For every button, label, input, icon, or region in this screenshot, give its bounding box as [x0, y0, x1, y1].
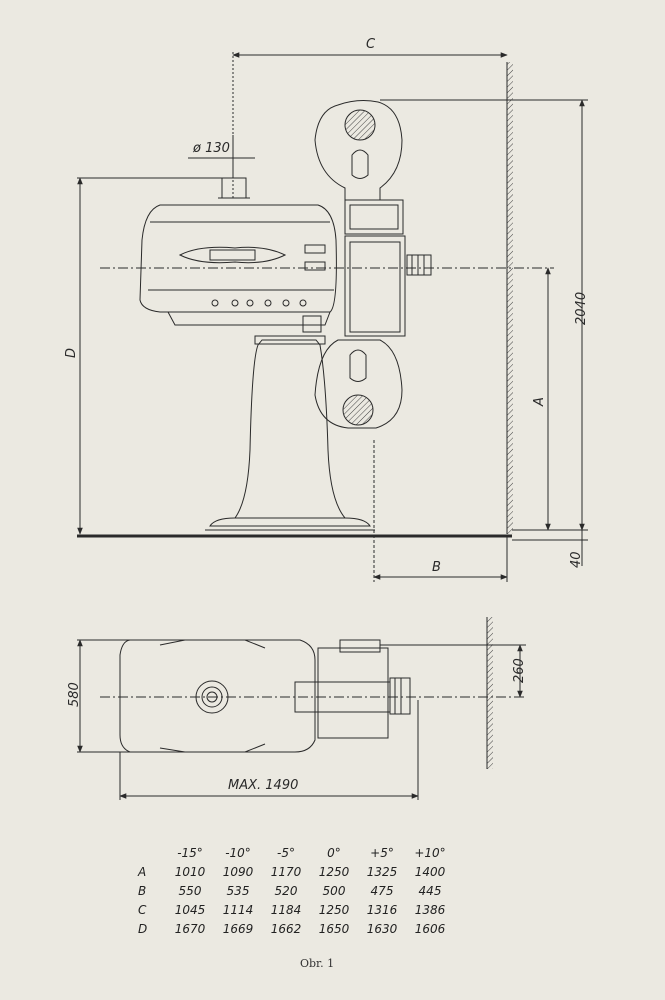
upper-reel-housing — [314, 100, 403, 201]
table-header: +5° — [370, 845, 394, 860]
table-cell: 1670 — [174, 921, 206, 936]
top-objective-lens — [389, 677, 411, 715]
table-cell: 535 — [226, 883, 250, 898]
label-dim-2040: 2040 — [574, 292, 589, 325]
table-cell: 1386 — [414, 902, 446, 917]
row-label: D — [138, 921, 148, 936]
table-cell: 550 — [178, 883, 202, 898]
upper-reel-spool — [344, 109, 376, 141]
objective-lens — [406, 254, 432, 276]
row-label: A — [138, 864, 147, 879]
table-cell: 1010 — [174, 864, 206, 879]
table-cell: 520 — [274, 883, 298, 898]
table-cell: 1170 — [270, 864, 302, 879]
table-header: -15° — [177, 845, 203, 860]
table-cell: 500 — [322, 883, 346, 898]
figure-caption: Obr. 1 — [300, 957, 335, 970]
lamp-house — [139, 204, 337, 313]
table-header: +10° — [414, 845, 446, 860]
switch-box — [302, 315, 322, 333]
table-row: B 550 535 520 500 475 445 — [138, 881, 454, 900]
table-header-row: -15° -10° -5° 0° +5° +10° — [138, 843, 454, 862]
table-cell: 445 — [418, 883, 442, 898]
wall-hatch — [507, 62, 513, 534]
table-cell: 1090 — [222, 864, 254, 879]
lamp-chimney — [221, 177, 247, 199]
table-row: A 1010 1090 1170 1250 1325 1400 — [138, 862, 454, 881]
table-row: C 1045 1114 1184 1250 1316 1386 — [138, 900, 454, 919]
table-cell: 1606 — [414, 921, 446, 936]
label-dim-diameter: ø 130 — [192, 141, 230, 156]
label-dim-d: D — [64, 348, 79, 358]
table-cell: 1650 — [318, 921, 350, 936]
label-dim-40: 40 — [569, 551, 584, 568]
label-dim-c: C — [366, 37, 376, 52]
table-cell: 1045 — [174, 902, 206, 917]
top-mechanism — [317, 647, 389, 739]
table-header: 0° — [327, 845, 341, 860]
label-dim-b: B — [432, 560, 441, 575]
wall-hatch-top — [487, 617, 493, 769]
table-cell: 1400 — [414, 864, 446, 879]
projector-mechanism — [344, 235, 406, 337]
top-lamp-house — [119, 639, 316, 753]
table-cell: 1325 — [366, 864, 398, 879]
label-dim-max: MAX. 1490 — [228, 778, 298, 793]
top-view — [77, 617, 526, 800]
lower-reel-spool — [342, 394, 374, 426]
table-cell: 1114 — [222, 902, 254, 917]
top-chimney — [195, 680, 229, 714]
row-label: B — [138, 883, 147, 898]
table-cell: 1250 — [318, 864, 350, 879]
table-cell: 1316 — [366, 902, 398, 917]
label-dim-a: A — [532, 397, 547, 407]
label-dim-260: 260 — [512, 658, 527, 683]
table-row: D 1670 1669 1662 1650 1630 1606 — [138, 919, 454, 938]
table-cell: 1630 — [366, 921, 398, 936]
label-dim-580: 580 — [67, 682, 82, 707]
table-cell: 1662 — [270, 921, 302, 936]
table-cell: 1669 — [222, 921, 254, 936]
table-cell: 1184 — [270, 902, 302, 917]
lower-reel-housing — [314, 339, 403, 429]
pedestal — [234, 339, 347, 519]
side-view — [77, 52, 588, 582]
row-label: C — [138, 902, 147, 917]
dimension-table: -15° -10° -5° 0° +5° +10° A 1010 1090 11… — [138, 843, 454, 938]
table-header: -10° — [225, 845, 251, 860]
table-cell: 1250 — [318, 902, 350, 917]
table-cell: 475 — [370, 883, 394, 898]
table-header: -5° — [277, 845, 295, 860]
